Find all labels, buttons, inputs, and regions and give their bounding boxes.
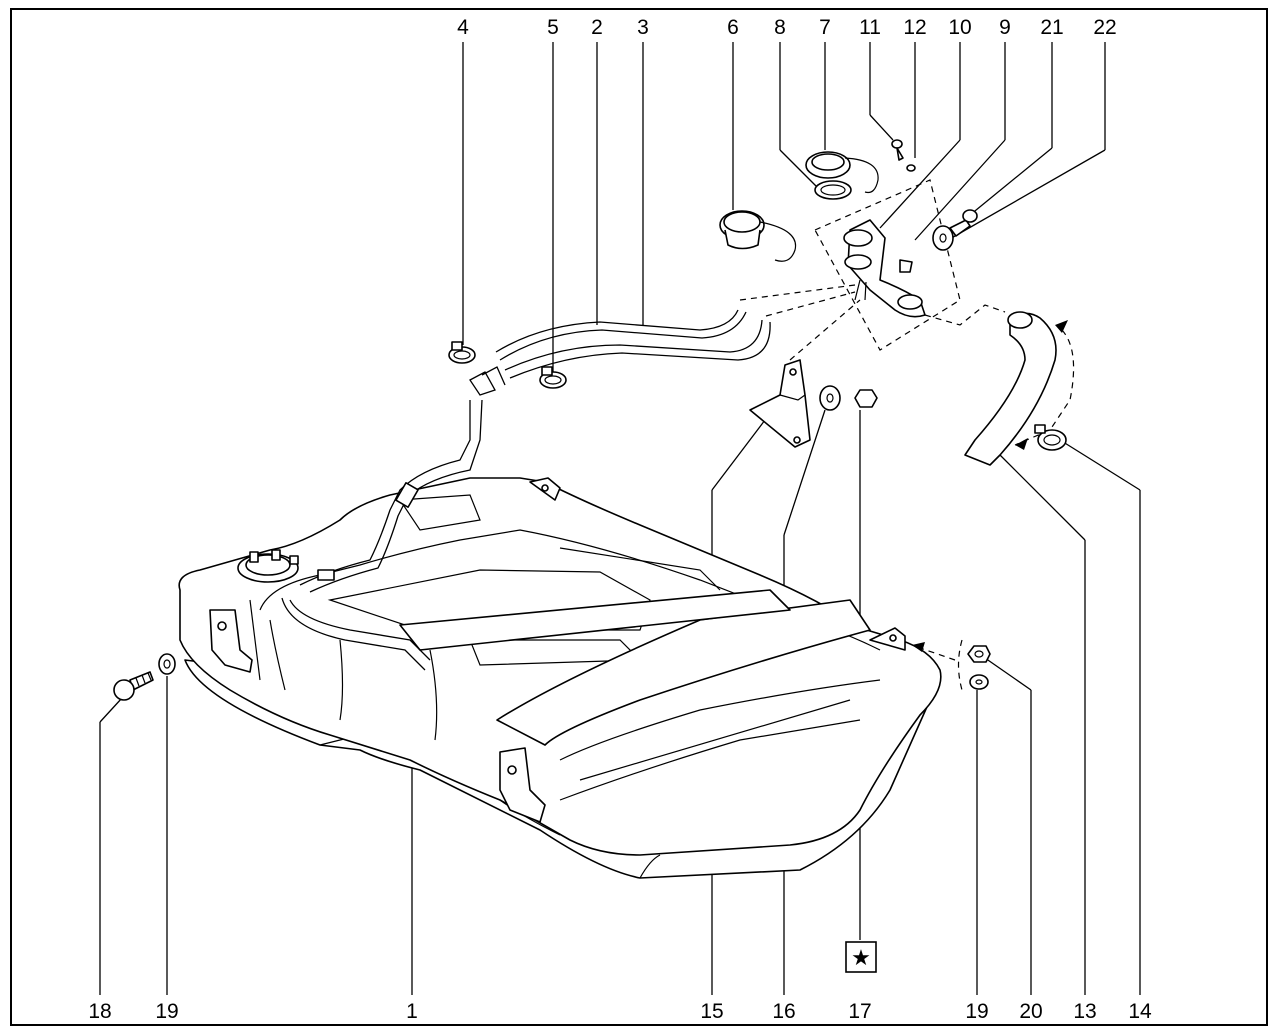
- label-16: 16: [772, 1000, 795, 1023]
- seal-ring-8: [814, 180, 852, 200]
- label-9: 9: [999, 16, 1011, 39]
- filler-cap-6: [719, 210, 797, 262]
- washer-22: [932, 225, 954, 251]
- mount-arc-dashed: [957, 639, 963, 691]
- star-icon: ★: [851, 945, 871, 970]
- filler-cap-7: [805, 151, 879, 194]
- label-4: 4: [457, 16, 469, 39]
- label-11: 11: [859, 16, 881, 39]
- filler-hose-13: [964, 311, 1075, 466]
- top-labels: 4 5 2 3 6 8 7 11 12 10 9 21 22: [457, 16, 1117, 39]
- label-6: 6: [727, 16, 739, 39]
- bolt-18: [113, 671, 154, 701]
- label-3: 3: [637, 16, 649, 39]
- label-22: 22: [1093, 16, 1116, 39]
- star-symbol-box: ★: [845, 941, 877, 973]
- neck-link-dashed: [924, 304, 1006, 326]
- hose-clip-14: [1034, 424, 1067, 451]
- sender-unit: [237, 549, 299, 583]
- filler-neck-assembly: [814, 179, 961, 351]
- vent-hoses: [469, 284, 856, 396]
- bolt-21: [949, 209, 978, 237]
- bottom-labels: 18 19 1 15 16 17 19 20 13 14: [88, 1000, 1152, 1023]
- label-1: 1: [406, 1000, 418, 1023]
- washer-12: [906, 164, 916, 172]
- washer-19-left: [158, 653, 176, 675]
- label-13: 13: [1073, 1000, 1096, 1023]
- label-7: 7: [819, 16, 831, 39]
- label-18: 18: [88, 1000, 111, 1023]
- nut-20: [967, 645, 991, 663]
- label-17: 17: [848, 1000, 871, 1023]
- hose-clip-5: [539, 366, 567, 389]
- washer-19-right: [969, 674, 989, 690]
- washer-16: [819, 385, 841, 411]
- nut-17: [854, 389, 878, 408]
- mount-arrowhead: [912, 642, 925, 652]
- label-20: 20: [1019, 1000, 1042, 1023]
- label-10: 10: [948, 16, 971, 39]
- label-15: 15: [700, 1000, 723, 1023]
- label-14: 14: [1128, 1000, 1152, 1023]
- fuel-tank: [178, 399, 942, 879]
- label-5: 5: [547, 16, 559, 39]
- label-21: 21: [1040, 16, 1063, 39]
- label-8: 8: [774, 16, 786, 39]
- label-2: 2: [591, 16, 603, 39]
- label-19-right: 19: [965, 1000, 988, 1023]
- leader-lines: [99, 42, 1141, 995]
- label-19-left: 19: [155, 1000, 178, 1023]
- hose-clip-4: [448, 341, 476, 364]
- label-12: 12: [903, 16, 926, 39]
- screw-11: [891, 139, 904, 161]
- bracket-15: [749, 299, 861, 448]
